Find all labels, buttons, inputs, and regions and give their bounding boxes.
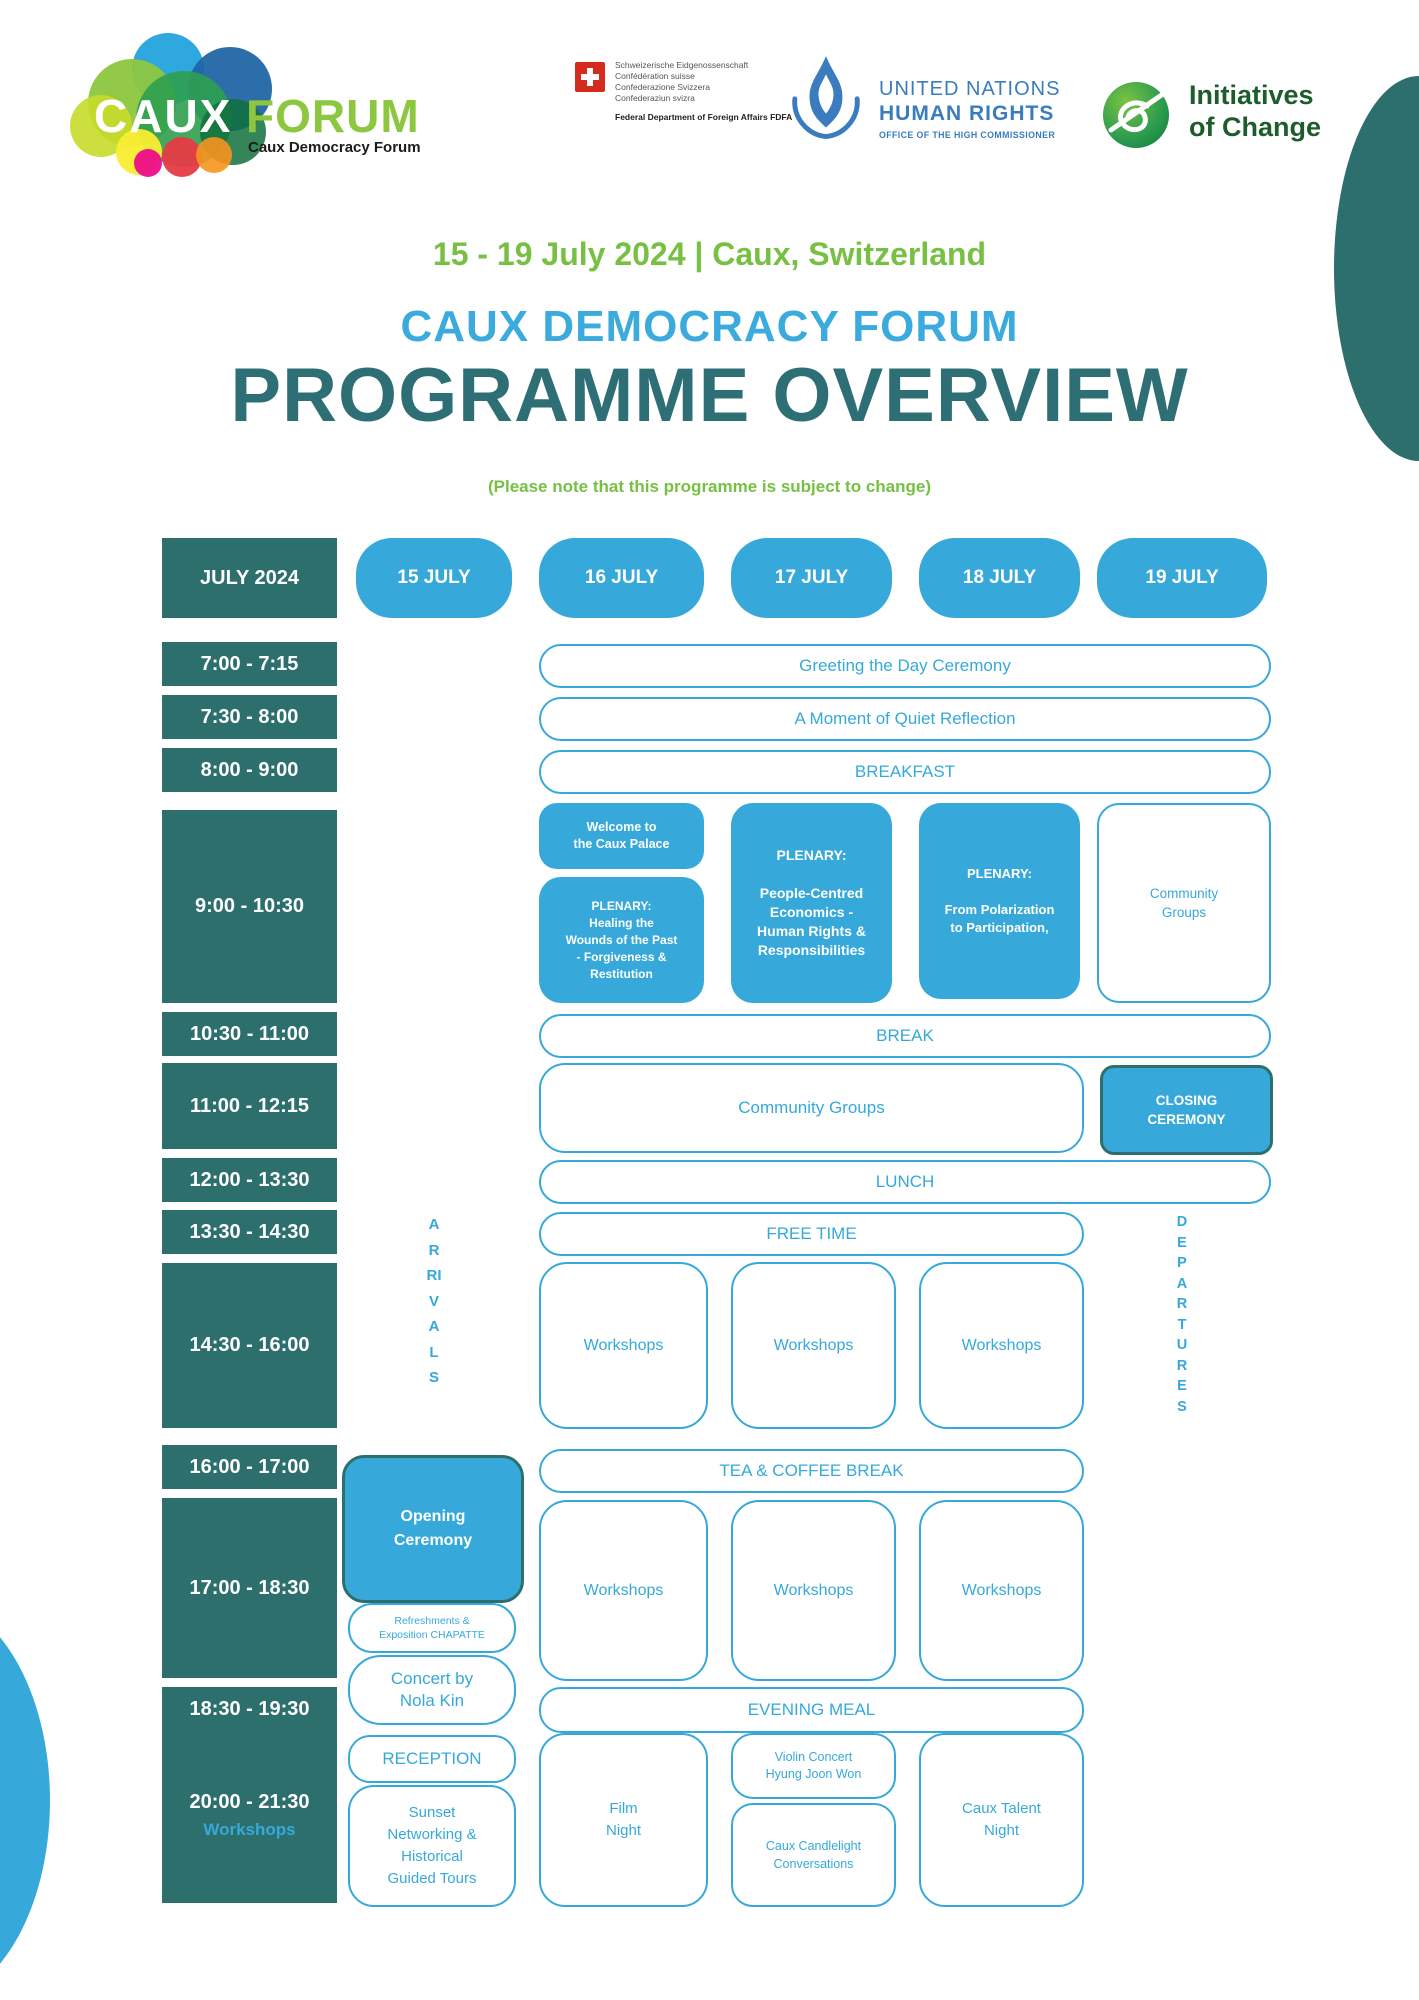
caux-logo-tagline: Caux Democracy Forum — [248, 139, 421, 156]
un-text-line2: HUMAN RIGHTS — [879, 102, 1055, 125]
time-cell: 9:00 - 10:30 — [162, 810, 337, 1003]
event-sunset-networking-tours: Sunset Networking & Historical Guided To… — [348, 1785, 516, 1907]
event-caux-talent-night: Caux Talent Night — [919, 1733, 1084, 1907]
iofc-text-line2: of Change — [1189, 112, 1321, 142]
initiatives-of-change-logo: Initiatives of Change — [1103, 80, 1383, 155]
event-workshops: Workshops — [539, 1262, 708, 1429]
swiss-flag-icon — [575, 62, 605, 92]
time-cell: 12:00 - 13:30 — [162, 1158, 337, 1202]
event-lunch: LUNCH — [539, 1160, 1271, 1204]
time-cell: 18:30 - 19:30 — [162, 1687, 337, 1731]
time-cell: 11:00 - 12:15 — [162, 1063, 337, 1149]
iofc-text-line1: Initiatives — [1189, 80, 1314, 110]
event-welcome-caux-palace: Welcome to the Caux Palace — [539, 803, 704, 869]
event-workshops: Workshops — [731, 1262, 896, 1429]
time-cell: 7:30 - 8:00 — [162, 695, 337, 739]
month-header-cell: JULY 2024 — [162, 538, 337, 618]
blob-circle — [162, 137, 202, 177]
time-cell: 13:30 - 14:30 — [162, 1210, 337, 1254]
day-header-16-july: 16 JULY — [539, 538, 704, 618]
un-flame-icon — [792, 56, 860, 139]
time-cell: 8:00 - 9:00 — [162, 748, 337, 792]
day-header-18-july: 18 JULY — [919, 538, 1080, 618]
swiss-text-line: Schweizerische Eidgenossenschaft — [615, 60, 749, 70]
day-header-19-july: 19 JULY — [1097, 538, 1267, 618]
blob-circle — [134, 149, 162, 177]
page-title: PROGRAMME OVERVIEW — [230, 353, 1189, 438]
caux-logo-word: CAUX — [94, 90, 233, 142]
event-date-location: 15 - 19 July 2024 | Caux, Switzerland — [432, 236, 987, 272]
iofc-swirl-icon — [1108, 91, 1166, 133]
arrivals-vertical-label: ARRIVALS — [426, 1216, 442, 1386]
event-refreshments-exposition: Refreshments & Exposition CHAPATTE — [348, 1603, 516, 1653]
time-label: 20:00 - 21:30 — [189, 1790, 310, 1813]
event-workshops: Workshops — [919, 1500, 1084, 1681]
event-community-groups-19: Community Groups — [1097, 803, 1271, 1003]
event-free-time: FREE TIME — [539, 1212, 1084, 1256]
blue-circle-decoration — [0, 1598, 50, 2000]
event-plenary-polarization-participation: PLENARY: From Polarization to Participat… — [919, 803, 1080, 999]
event-opening-ceremony: Opening Ceremony — [342, 1455, 524, 1603]
event-break: BREAK — [539, 1014, 1271, 1058]
event-workshops: Workshops — [731, 1500, 896, 1681]
forum-logo-word: FORUM — [246, 90, 420, 142]
event-plenary-people-centred-economics: PLENARY: People-Centred Economics - Huma… — [731, 803, 892, 1003]
event-plenary-healing-wounds: PLENARY: Healing the Wounds of the Past … — [539, 877, 704, 1003]
event-quiet-reflection: A Moment of Quiet Reflection — [539, 697, 1271, 741]
event-candlelight-conversations: Caux Candlelight Conversations — [731, 1803, 896, 1907]
event-workshops: Workshops — [539, 1500, 708, 1681]
swiss-text-line: Confederaziun svizra — [615, 93, 695, 103]
subject-to-change-note: (Please note that this programme is subj… — [487, 477, 932, 496]
event-community-groups: Community Groups — [539, 1063, 1084, 1153]
iofc-circle-icon — [1103, 82, 1169, 148]
time-cell: 7:00 - 7:15 — [162, 642, 337, 686]
caux-forum-logo: CAUX FORUM Caux Democracy Forum — [70, 33, 460, 181]
swiss-text-line: Confédération suisse — [615, 71, 695, 81]
swiss-text-line: Confederazione Svizzera — [615, 82, 710, 92]
time-cell-evening: 20:00 - 21:30 Workshops — [162, 1728, 337, 1903]
time-cell: 17:00 - 18:30 — [162, 1498, 337, 1678]
time-cell: 10:30 - 11:00 — [162, 1012, 337, 1056]
event-closing-ceremony: CLOSING CEREMONY — [1100, 1065, 1273, 1155]
swiss-department-line: Federal Department of Foreign Affairs FD… — [615, 112, 793, 122]
un-human-rights-logo: UNITED NATIONS HUMAN RIGHTS OFFICE OF TH… — [785, 50, 1085, 150]
event-workshops: Workshops — [919, 1262, 1084, 1429]
time-cell: 16:00 - 17:00 — [162, 1445, 337, 1489]
un-text-line3: OFFICE OF THE HIGH COMMISSIONER — [879, 130, 1056, 140]
un-text-line1: UNITED NATIONS — [879, 78, 1061, 100]
time-cell: 14:30 - 16:00 — [162, 1263, 337, 1428]
day-header-17-july: 17 JULY — [731, 538, 892, 618]
event-film-night: Film Night — [539, 1733, 708, 1907]
event-concert-nola-kin: Concert by Nola Kin — [348, 1655, 516, 1725]
day-header-15-july: 15 JULY — [356, 538, 512, 618]
event-tea-coffee-break: TEA & COFFEE BREAK — [539, 1449, 1084, 1493]
departures-vertical-label: DEPARTURES — [1176, 1214, 1188, 1415]
swiss-confederation-logo: Schweizerische Eidgenossenschaft Confédé… — [575, 60, 805, 140]
event-reception: RECEPTION — [348, 1735, 516, 1783]
event-violin-concert: Violin Concert Hyung Joon Won — [731, 1733, 896, 1799]
evening-workshops-note: Workshops — [203, 1819, 296, 1839]
blob-circle — [196, 137, 232, 173]
forum-title: CAUX DEMOCRACY FORUM — [400, 302, 1019, 351]
event-evening-meal: EVENING MEAL — [539, 1687, 1084, 1733]
event-greeting-ceremony: Greeting the Day Ceremony — [539, 644, 1271, 688]
event-breakfast: BREAKFAST — [539, 750, 1271, 794]
